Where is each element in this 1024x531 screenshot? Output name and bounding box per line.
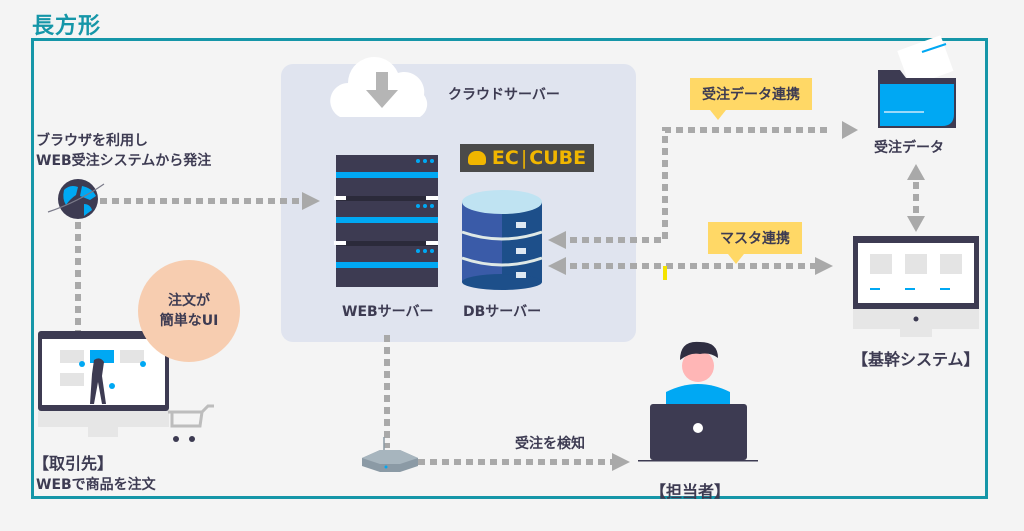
client-monitor-icon [38,331,169,437]
eccube-logo-divider: | [520,147,528,169]
web-server-label: WEBサーバー [342,304,434,320]
arrow-head [907,216,925,232]
client-note: ブラウザを利用し WEB受注システムから発注 [36,131,211,171]
cloud-icon [330,57,428,117]
arrow-head [842,121,858,139]
database-icon [461,190,543,290]
easy-ui-bubble: 注文が 簡単なUI [138,260,240,362]
notify-label: 受注を検知 [515,436,585,452]
eccube-logo-text-right: CUBE [529,147,587,169]
eccube-logo: EC | CUBE [460,144,594,172]
client-note-line2: WEB受注システムから発注 [36,153,212,169]
globe-icon [47,179,105,219]
cloud-server-label: クラウドサーバー [448,87,560,103]
cart-icon [168,404,214,442]
core-system-monitor-icon [853,236,979,337]
client-note-line1: ブラウザを利用し [36,133,148,149]
eccube-hat-icon [467,151,486,165]
bubble-line2: 簡単なUI [159,313,219,329]
diagram-title: 長方形 [32,14,102,39]
diagram-frame [31,38,988,499]
web-server-icon [334,155,438,287]
arrow-head [815,257,833,275]
core-system-label: 【基幹システム】 [852,350,980,369]
master-sync-callout: マスタ連携 [708,222,802,264]
staff-label: 【担当者】 [650,482,731,501]
order-sync-callout: 受注データ連携 [690,78,812,120]
arrow-head [907,164,925,180]
router-icon [362,437,418,472]
arrow-head [612,453,630,471]
client-sublabel: WEBで商品を注文 [36,477,156,493]
arrow-head [302,192,320,210]
db-server-label: DBサーバー [463,304,542,320]
client-label: 【取引先】 [33,454,114,473]
arrow-head [548,231,566,249]
folder-icon [878,35,956,128]
staff-person-icon [638,341,758,462]
connector-db-to-orderdata [570,127,832,243]
order-data-label: 受注データ [874,140,944,156]
bubble-line1: 注文が [168,293,210,309]
marker [663,266,667,280]
arrow-head [548,257,566,275]
eccube-logo-text-left: EC [491,147,519,169]
